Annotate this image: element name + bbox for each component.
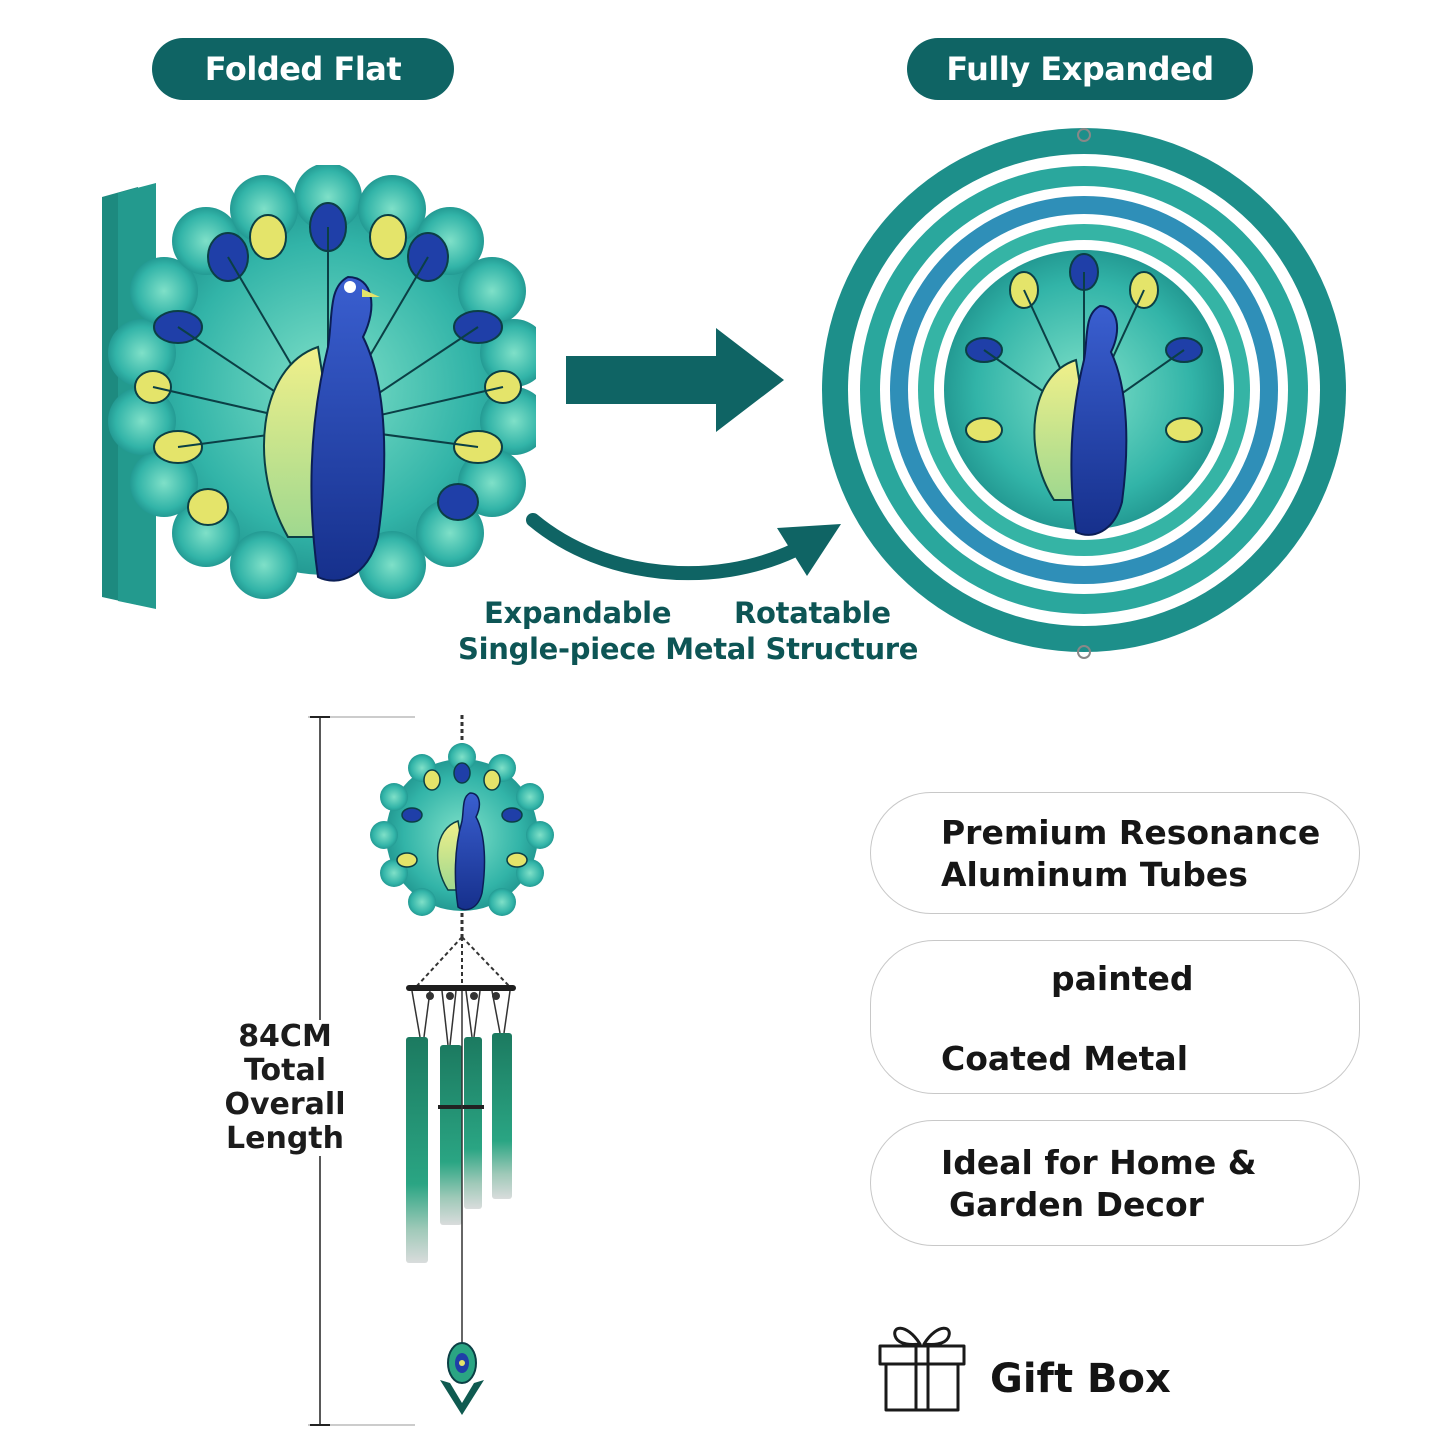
expandable-caption: Expandable [484,596,672,630]
feature-card-home-garden: Ideal for Home & Garden Decor [870,1120,1360,1246]
expanded-spinner-image [808,112,1368,668]
folded-spinner-image [96,165,536,615]
arrow-right-icon [566,328,786,432]
feature-card-aluminum-tubes: Premium Resonance Aluminum Tubes [870,792,1360,914]
structure-caption: Single-piece Metal Structure [458,632,919,666]
gift-box-icon [876,1318,968,1414]
length-label: 84CM Total Overall Length [210,1020,360,1156]
fully-expanded-badge: Fully Expanded [907,38,1253,100]
feature-card-coated-metal: painted Coated Metal [870,940,1360,1094]
curved-arrow-icon [525,510,845,600]
wind-chime-image [370,715,560,1425]
folded-flat-badge: Folded Flat [152,38,454,100]
rotatable-caption: Rotatable [734,596,891,630]
gift-box-label: Gift Box [990,1356,1171,1402]
